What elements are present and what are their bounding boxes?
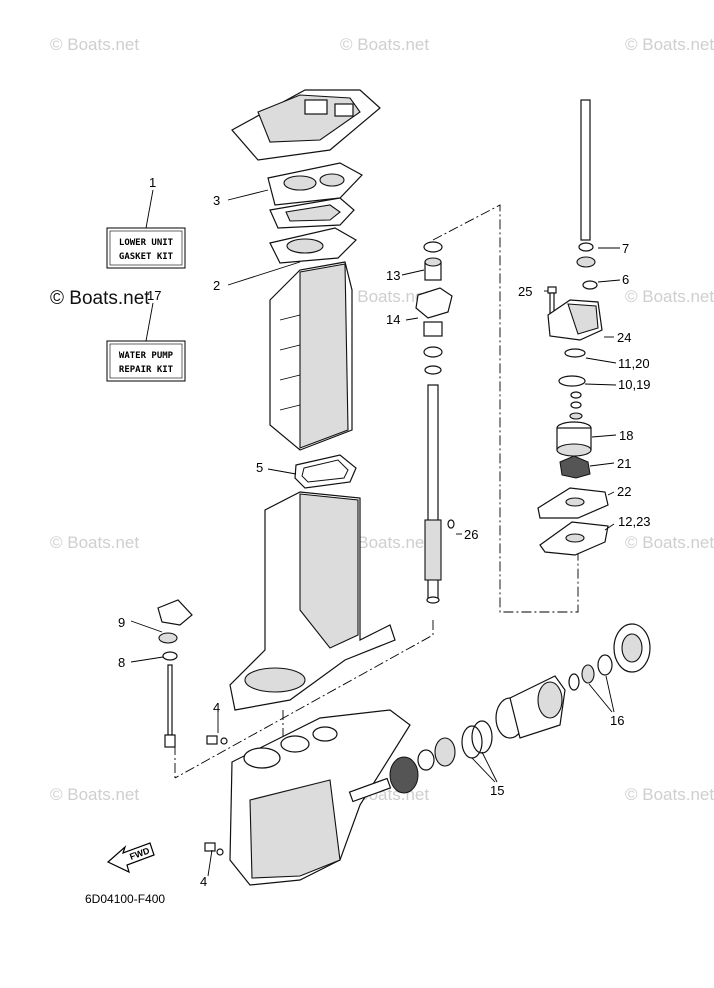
exhaust-plate-part (231, 89, 381, 161)
drain-plug-4-lower (204, 842, 224, 856)
propeller-shaft-housing (495, 675, 566, 739)
watermark: © Boats.net (625, 785, 714, 804)
callout-21: 21 (617, 456, 631, 471)
callout-13: 13 (386, 268, 400, 283)
gasket-3 (267, 162, 363, 206)
callout-4-lower: 4 (200, 874, 207, 889)
callout-1: 1 (149, 175, 156, 190)
watermark: © Boats.net (50, 785, 139, 804)
watermark: © Boats.net (625, 287, 714, 306)
callout-2: 2 (213, 278, 220, 293)
pin-26 (447, 519, 455, 529)
impeller-21 (559, 455, 591, 479)
watermarks: © Boats.net © Boats.net © Boats.net © Bo… (50, 35, 714, 804)
callout-labels: 1 2 3 4 4 5 6 7 8 9 10,19 11,20 12,23 13… (118, 175, 651, 889)
kit-label-line: REPAIR KIT (119, 365, 174, 375)
spacer-plate (269, 197, 355, 229)
callout-14: 14 (386, 312, 400, 327)
watermark: © Boats.net (625, 35, 714, 54)
gear-case-part (229, 709, 411, 886)
callout-25: 25 (518, 284, 532, 299)
forward-arrow-icon: FWD (106, 842, 155, 874)
o-ring-15 (461, 720, 493, 759)
o-ring-10-19 (558, 375, 586, 420)
gasket-5 (294, 454, 357, 489)
pinion-gear-part (389, 737, 456, 794)
watermark: © Boats.net (50, 533, 139, 552)
pump-housing-part (547, 299, 603, 341)
callout-8: 8 (118, 655, 125, 670)
grommet-7 (576, 242, 596, 268)
callout-10-19: 10,19 (618, 377, 651, 392)
callout-18: 18 (619, 428, 633, 443)
water-pump-repair-kit-box: WATER PUMP REPAIR KIT (106, 340, 186, 382)
bearing-13 (423, 241, 443, 281)
insert-cartridge-18 (556, 421, 592, 457)
callout-26: 26 (464, 527, 478, 542)
outer-plate-22 (537, 487, 609, 519)
callout-15: 15 (490, 783, 504, 798)
seal-6 (582, 280, 598, 290)
bearing-16 (568, 654, 613, 691)
callout-3: 3 (213, 193, 220, 208)
callout-24: 24 (617, 330, 631, 345)
seal-ring-part (613, 623, 651, 673)
drain-plug-4-upper (206, 735, 228, 745)
drive-shaft-part (424, 384, 442, 604)
bearing-housing-14 (415, 287, 453, 375)
callout-5: 5 (256, 460, 263, 475)
callout-11-20: 11,20 (618, 356, 650, 371)
diagram-code: 6D04100-F400 (85, 892, 165, 906)
callout-22: 22 (617, 484, 631, 499)
callout-9: 9 (118, 615, 125, 630)
kit-label-line: WATER PUMP (119, 351, 174, 361)
upper-casing-part (269, 261, 353, 451)
gasket-12-23 (539, 521, 609, 556)
callout-6: 6 (622, 272, 629, 287)
lower-unit-gasket-kit-box: LOWER UNIT GASKET KIT (106, 227, 186, 269)
callout-4-upper: 4 (213, 700, 220, 715)
shift-rod-part (157, 599, 193, 748)
watermark: © Boats.net (625, 533, 714, 552)
watermark: © Boats.net (340, 35, 429, 54)
watermark-dark: © Boats.net (50, 288, 150, 309)
exhaust-housing-part (229, 491, 396, 711)
kit-label-line: GASKET KIT (119, 252, 174, 262)
o-ring-11-20 (564, 348, 586, 358)
bolt-25 (547, 286, 557, 314)
callout-7: 7 (622, 241, 629, 256)
watermark: © Boats.net (340, 533, 429, 552)
watermark: © Boats.net (50, 35, 139, 54)
callout-16: 16 (610, 713, 624, 728)
callout-17: 17 (147, 288, 161, 303)
kit-label-line: LOWER UNIT (119, 238, 174, 248)
callout-12-23: 12,23 (618, 514, 651, 529)
water-tube-part (580, 99, 591, 241)
leader-lines (130, 189, 621, 877)
gasket-2 (269, 227, 357, 264)
watermark: © Boats.net (340, 287, 429, 306)
